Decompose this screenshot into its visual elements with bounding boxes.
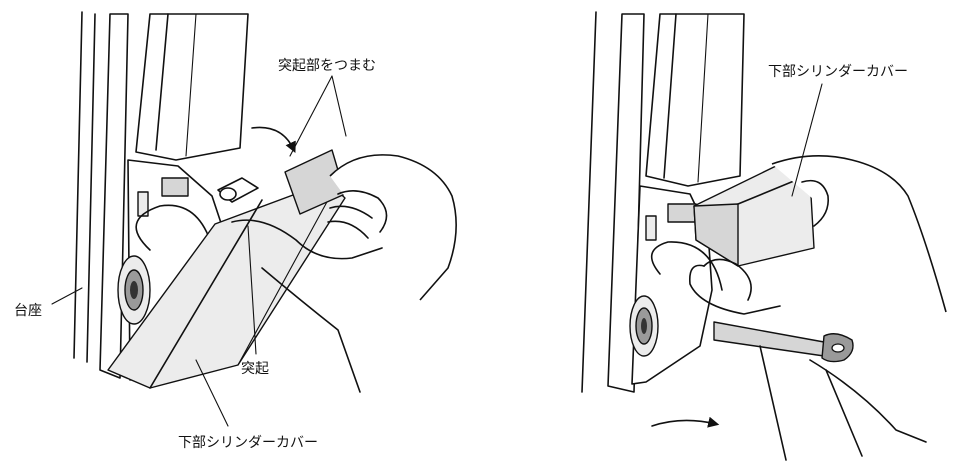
small-square: [137, 191, 149, 217]
lock-body-right: [645, 13, 745, 187]
lock-body: [135, 13, 249, 161]
hand-right: [688, 155, 947, 461]
leader-base: [51, 287, 83, 305]
ring-right: [650, 241, 723, 291]
ring: [135, 204, 213, 251]
label-base: 台座: [14, 303, 42, 319]
rotate-arrow-right: [651, 416, 720, 428]
label-pinch-protrusion: 突起部をつまむ: [278, 58, 376, 74]
right-illustration: 下部シリンダーカバー: [581, 11, 947, 461]
label-protrusion: 突起: [241, 361, 269, 377]
small-square-right: [645, 215, 657, 241]
leader-cover-right: [791, 83, 823, 197]
base-plate: [73, 11, 129, 379]
label-lower-cylinder-cover-right: 下部シリンダーカバー: [768, 64, 908, 80]
leader-pinch: [289, 75, 347, 157]
cylinder: [117, 255, 151, 325]
leader-cover-left: [195, 359, 229, 427]
label-lower-cylinder-cover-left: 下部シリンダーカバー: [178, 435, 318, 451]
rotate-arrow-left: [251, 126, 296, 154]
upper-knob: [161, 177, 189, 197]
left-illustration: 突起部をつまむ 台座 突起 下部シリンダーカバー: [14, 11, 457, 451]
leader-protrusion: [247, 225, 257, 355]
cylinder-right: [629, 295, 659, 357]
key: [713, 321, 854, 363]
upper-knob-right: [667, 203, 697, 223]
hand-left: [231, 154, 457, 393]
